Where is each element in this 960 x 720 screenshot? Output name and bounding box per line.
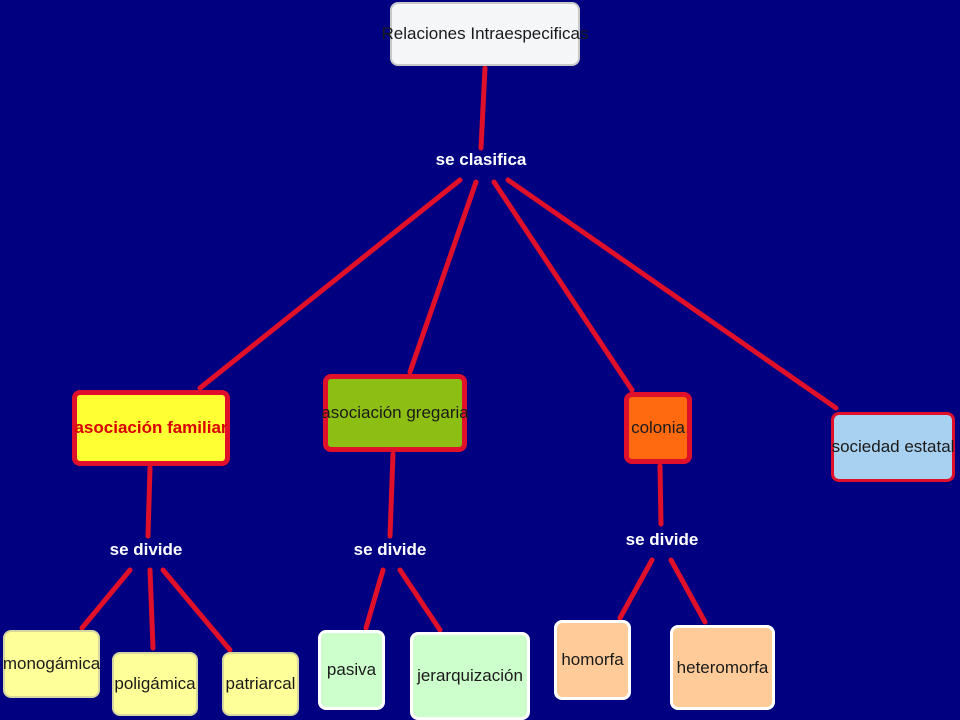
- link-clasifica-estatal: [505, 177, 839, 411]
- node-colonia: colonia: [624, 392, 692, 464]
- node-heteromorfa-label: heteromorfa: [676, 657, 769, 677]
- node-root-label: Relaciones Intraespecificas: [381, 24, 589, 43]
- link-divide-patriarcal: [160, 567, 233, 653]
- connector-se-divide-colonia: se divide: [625, 530, 699, 549]
- node-homorfa-label: homorfa: [561, 650, 624, 669]
- link-clasifica-colonia: [491, 179, 635, 393]
- node-colonia-label: colonia: [631, 418, 685, 437]
- node-pasiva: pasiva: [318, 630, 385, 710]
- node-heteromorfa: heteromorfa: [670, 625, 775, 710]
- link-divide-monogamica: [79, 567, 133, 631]
- node-monogamica: monogámica: [3, 630, 100, 698]
- link-divide-homorfa: [617, 557, 655, 621]
- link-clasifica-familiar: [197, 177, 463, 391]
- node-poligamica: poligámica: [112, 652, 198, 716]
- node-pasiva-label: pasiva: [326, 660, 377, 679]
- node-poligamica-label: poligámica: [114, 674, 196, 693]
- connector-se-divide-gregaria: se divide: [353, 540, 427, 559]
- node-patriarcal-label: patriarcal: [225, 674, 296, 693]
- connector-se-divide-familiar: se divide: [109, 540, 183, 559]
- node-asociacion-familiar-label: asociación familiar: [74, 418, 228, 437]
- node-asociacion-familiar: asociación familiar: [72, 390, 230, 466]
- node-patriarcal: patriarcal: [222, 652, 299, 716]
- link-colonia-divide: [657, 463, 664, 527]
- link-divide-jerarquizacion: [397, 567, 443, 633]
- link-divide-pasiva: [363, 567, 386, 631]
- link-divide-poligamica: [147, 567, 156, 651]
- link-familiar-divide: [145, 465, 153, 539]
- node-monogamica-label: monogámica: [2, 654, 101, 673]
- node-jerarquizacion-label: jerarquización: [417, 666, 523, 685]
- link-clasifica-gregaria: [407, 179, 479, 375]
- node-jerarquizacion: jerarquización: [410, 632, 530, 720]
- node-root: Relaciones Intraespecificas: [382, 2, 588, 66]
- node-sociedad-estatal-label: sociedad estatal: [831, 437, 955, 456]
- node-asociacion-gregaria: asociación gregaria: [321, 374, 469, 452]
- node-sociedad-estatal: sociedad estatal: [831, 412, 955, 482]
- link-gregaria-divide: [387, 451, 396, 539]
- link-root-clasifica: [478, 65, 488, 151]
- node-asociacion-gregaria-label: asociación gregaria: [321, 403, 469, 422]
- connector-se-clasifica: se clasifica: [435, 150, 527, 169]
- node-homorfa: homorfa: [554, 620, 631, 700]
- link-divide-heteromorfa: [668, 557, 708, 625]
